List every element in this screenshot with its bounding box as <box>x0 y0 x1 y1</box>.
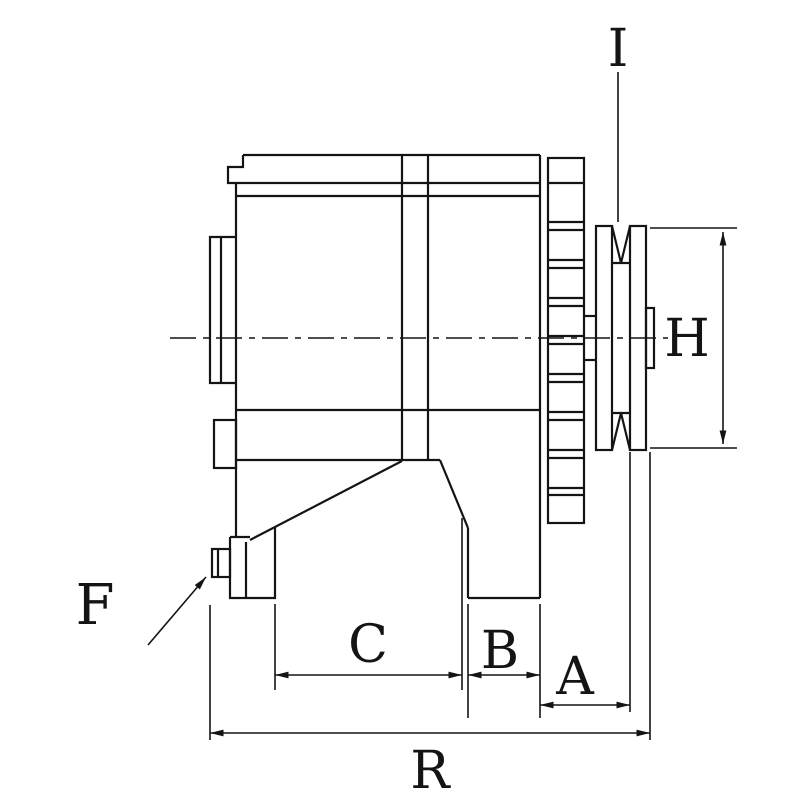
label-b: B <box>481 621 519 681</box>
dimension-a <box>540 452 631 712</box>
body-top-left-step <box>226 155 245 185</box>
dimension-labels: I H F C B A R <box>76 19 710 800</box>
label-i: I <box>608 19 629 79</box>
dim-f-leader-arrow <box>147 576 207 646</box>
adjust-terminal <box>210 547 232 579</box>
label-a: A <box>555 647 595 707</box>
fan-section <box>546 156 586 525</box>
rear-lug <box>212 418 238 470</box>
dimension-f <box>147 576 207 646</box>
bracket-diagonal-left <box>249 460 403 541</box>
label-f: F <box>76 573 115 638</box>
pulley-groove-bottom <box>610 412 632 451</box>
fan-outer <box>546 156 586 525</box>
label-h: H <box>664 309 709 369</box>
dimension-r <box>209 452 651 740</box>
alternator-body-outline <box>208 153 542 600</box>
label-r: R <box>410 741 451 800</box>
dimension-c <box>274 518 463 690</box>
label-c: C <box>348 615 388 675</box>
dimension-h <box>650 227 737 449</box>
pulley-groove-top <box>610 225 632 264</box>
dimension-b <box>467 604 541 718</box>
bracket-diagonal-right <box>438 459 470 529</box>
rear-mount-ear <box>208 235 236 385</box>
